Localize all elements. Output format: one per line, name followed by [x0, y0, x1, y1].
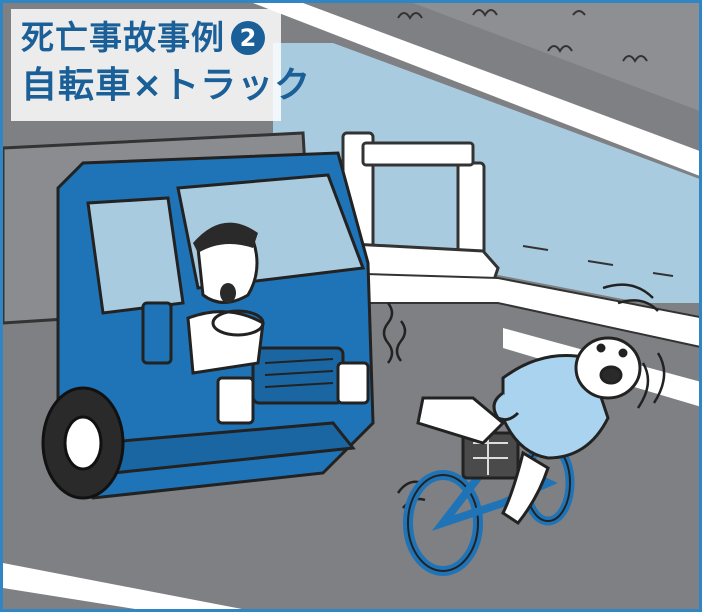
shock-lines — [382, 283, 666, 509]
title-text: 死亡事故事例 — [21, 18, 225, 57]
driver-icon — [186, 222, 265, 375]
far-road — [293, 3, 699, 111]
road-line-bottom — [3, 563, 242, 609]
case-number-badge: 2 — [231, 21, 265, 55]
canal-water — [273, 43, 699, 303]
curb-line — [253, 3, 699, 176]
road-dashes — [522, 245, 674, 277]
elderly-cyclist-icon — [416, 336, 642, 526]
accident-scene — [3, 3, 699, 609]
title-subtitle: 自転車×トラック — [21, 65, 312, 106]
grass — [397, 9, 648, 63]
